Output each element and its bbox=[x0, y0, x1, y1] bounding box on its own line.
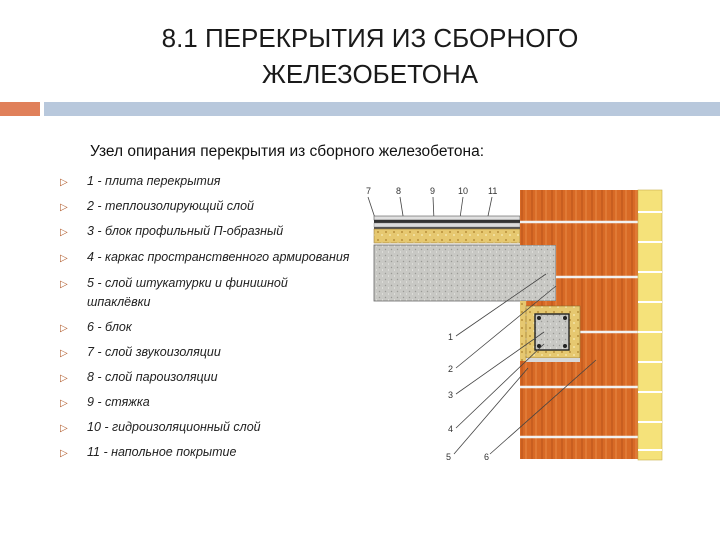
triangle-outline-icon: ▷ bbox=[60, 279, 68, 290]
list-item: ▷7 - слой звукоизоляции bbox=[60, 343, 350, 362]
screed bbox=[373, 222, 521, 228]
triangle-outline-icon: ▷ bbox=[60, 448, 68, 459]
triangle-outline-icon: ▷ bbox=[60, 423, 68, 434]
accent-bar-orange bbox=[0, 102, 40, 116]
list-item: ▷5 - слой штукатурки и финишной шпаклёвк… bbox=[60, 276, 288, 309]
label-1: 1 bbox=[448, 332, 453, 342]
list-item: ▷6 - блок bbox=[60, 318, 350, 337]
accent-bar-blue bbox=[44, 102, 720, 116]
triangle-outline-icon: ▷ bbox=[60, 373, 68, 384]
legend-list: ▷1 - плита перекрытия ▷2 - теплоизолирую… bbox=[60, 172, 350, 468]
triangle-outline-icon: ▷ bbox=[60, 398, 68, 409]
label-5: 5 bbox=[446, 452, 451, 462]
label-2: 2 bbox=[448, 364, 453, 374]
label-11: 11 bbox=[488, 186, 497, 196]
label-3: 3 bbox=[448, 390, 453, 400]
insulation-strip bbox=[520, 301, 526, 361]
list-item: ▷2 - теплоизолирующий слой bbox=[60, 197, 350, 216]
label-7: 7 bbox=[366, 186, 371, 196]
brick-wall-right bbox=[556, 245, 638, 301]
list-item: ▷8 - слой пароизоляции bbox=[60, 368, 350, 387]
label-4: 4 bbox=[448, 424, 453, 434]
facing-layer bbox=[637, 189, 663, 461]
sound-insulation bbox=[373, 228, 521, 244]
subtitle: Узел опирания перекрытия из сборного жел… bbox=[90, 143, 485, 160]
triangle-outline-icon: ▷ bbox=[60, 348, 68, 359]
page-title: 8.1 ПЕРЕКРЫТИЯ ИЗ СБОРНОГО ЖЕЛЕЗОБЕТОНА bbox=[60, 20, 680, 92]
list-item: ▷10 - гидроизоляционный слой bbox=[60, 418, 350, 437]
floor-covering bbox=[373, 215, 521, 221]
triangle-outline-icon: ▷ bbox=[60, 177, 68, 188]
list-item: ▷11 - напольное покрытие bbox=[60, 443, 350, 462]
facing-joints bbox=[638, 211, 662, 451]
floor-slab bbox=[373, 244, 557, 302]
floor-support-diagram: 7 8 9 10 11 bbox=[366, 186, 663, 462]
label-6: 6 bbox=[484, 452, 489, 462]
title-line-1: 8.1 ПЕРЕКРЫТИЯ ИЗ СБОРНОГО bbox=[161, 23, 579, 53]
triangle-outline-icon: ▷ bbox=[60, 323, 68, 334]
label-9: 9 bbox=[430, 186, 435, 196]
waterproofing bbox=[374, 220, 520, 223]
list-item: ▷9 - стяжка bbox=[60, 393, 350, 412]
list-item: ▷3 - блок профильный П-образный bbox=[60, 222, 350, 241]
triangle-outline-icon: ▷ bbox=[60, 202, 68, 213]
vapor-barrier bbox=[374, 227, 520, 229]
label-10: 10 bbox=[458, 186, 468, 196]
reinforcement-cage bbox=[534, 313, 570, 351]
title-line-2: ЖЕЛЕЗОБЕТОНА bbox=[261, 59, 479, 89]
triangle-outline-icon: ▷ bbox=[60, 227, 68, 238]
list-item: ▷1 - плита перекрытия bbox=[60, 172, 350, 191]
brick-wall-upper bbox=[520, 190, 638, 245]
side-leader-lines bbox=[453, 273, 597, 455]
triangle-outline-icon: ▷ bbox=[60, 253, 68, 264]
label-8: 8 bbox=[396, 186, 401, 196]
list-item: ▷4 - каркас пространственного армировани… bbox=[60, 247, 350, 268]
